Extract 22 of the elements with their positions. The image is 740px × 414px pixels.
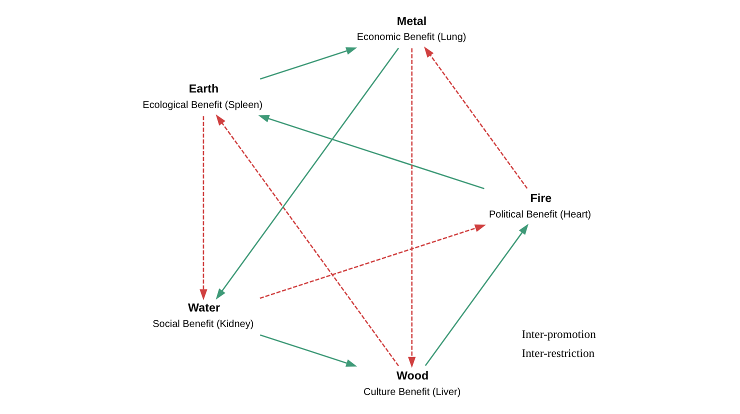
arrow xyxy=(259,224,486,299)
arrow xyxy=(215,114,399,366)
arrow xyxy=(199,116,207,300)
arrow xyxy=(408,48,416,368)
arrow xyxy=(258,114,484,190)
node-label: Social Benefit (Kidney) xyxy=(152,319,254,330)
node-label: Culture Benefit (Liver) xyxy=(363,386,460,398)
node-text: Water xyxy=(188,302,220,315)
node-text: Earth xyxy=(188,82,218,96)
node-label: Ecological Benefit (Spleen) xyxy=(142,100,262,111)
arrow xyxy=(424,224,528,366)
node-text: Metal xyxy=(396,14,426,28)
arrow xyxy=(215,48,399,300)
arrow xyxy=(259,47,357,80)
arrow xyxy=(259,334,357,367)
arrow xyxy=(424,46,528,189)
legend-label: Inter-promotion xyxy=(521,328,596,341)
node-text: Fire xyxy=(530,192,552,206)
node-label: Economic Benefit (Lung) xyxy=(356,32,466,44)
node-label: Political Benefit (Heart) xyxy=(488,209,591,220)
node-text: Wood xyxy=(396,369,428,382)
legend-label: Inter-restriction xyxy=(521,347,594,360)
